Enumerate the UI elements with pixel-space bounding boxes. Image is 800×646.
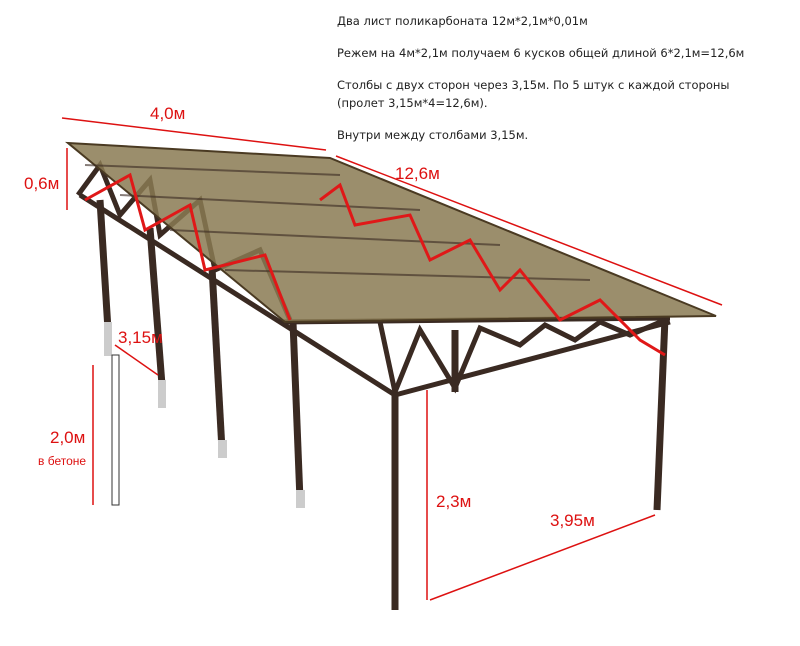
post [208, 267, 226, 451]
width-label: 4,0м [150, 104, 186, 123]
post [289, 321, 304, 501]
polycarbonate-roof [65, 141, 717, 324]
footings [104, 322, 305, 508]
note-line: Столбы с двух сторон через 3,15м. По 5 ш… [337, 78, 730, 92]
note-line: Внутри между столбами 3,15м. [337, 128, 529, 142]
length-label: 12,6м [395, 164, 440, 183]
post-height-label: 2,3м [436, 492, 472, 511]
note-line: Режем на 4м*2,1м получаем 6 кусков общей… [337, 46, 745, 60]
concrete-note-label: в бетоне [38, 454, 87, 468]
post [146, 227, 166, 386]
truss-height-label: 0,6м [24, 174, 60, 193]
note-line: Два лист поликарбоната 12м*2,1м*0,01м [337, 14, 588, 28]
truss-highlights [84, 172, 666, 357]
concrete-depth-marker [111, 354, 120, 506]
post [96, 199, 112, 331]
note-line: (пролет 3,15м*4=12,6м). [337, 96, 488, 110]
post [653, 317, 669, 511]
inner-width-label: 3,95м [550, 511, 595, 530]
dimension-lines [61, 117, 723, 601]
posts [96, 199, 669, 610]
concrete-depth-label: 2,0м [50, 428, 86, 447]
post-spacing-label: 3,15м [118, 328, 163, 347]
roof-purlins [84, 164, 591, 281]
